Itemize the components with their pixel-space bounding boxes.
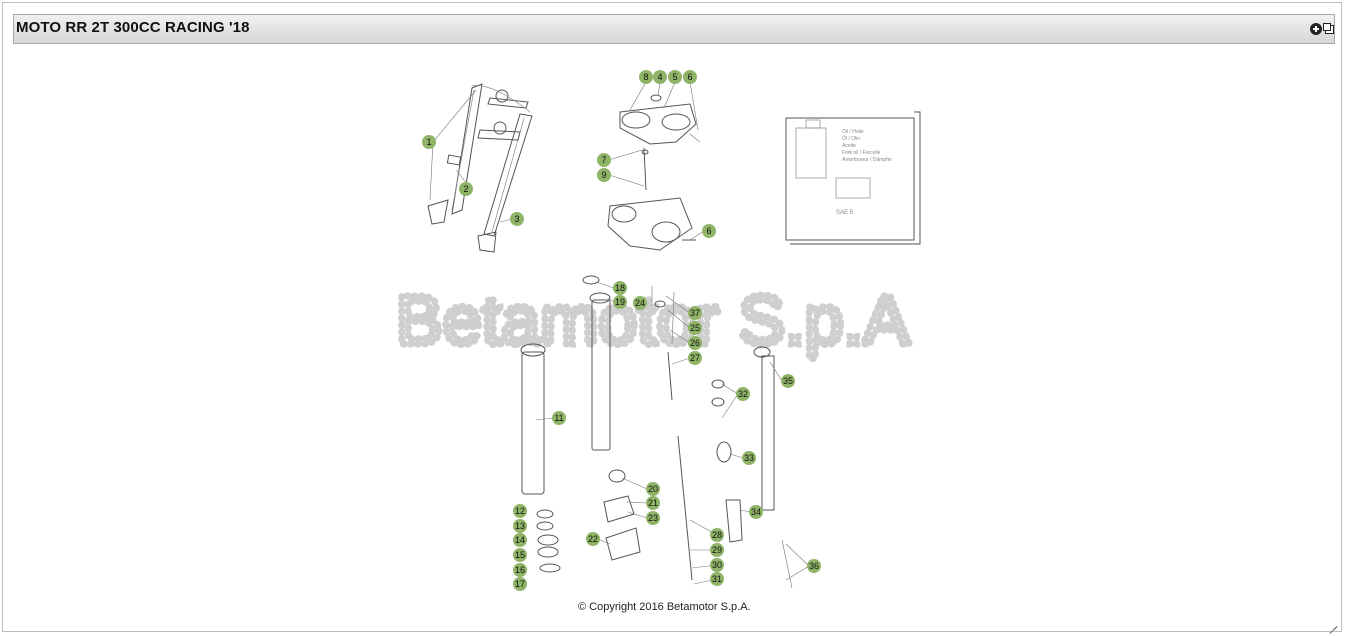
svg-text:20: 20 — [648, 484, 658, 494]
card-code: SAE 5 — [836, 210, 854, 216]
part-marker[interactable]: 33 — [742, 451, 756, 465]
part-marker[interactable]: 4 — [653, 70, 667, 84]
part-marker[interactable]: 17 — [513, 577, 527, 591]
svg-text:6: 6 — [706, 226, 711, 236]
popout-window-icon[interactable] — [1323, 23, 1334, 34]
part-marker[interactable]: 2 — [459, 182, 473, 196]
svg-text:36: 36 — [809, 561, 819, 571]
part-marker[interactable]: 14 — [513, 533, 527, 547]
svg-text:15: 15 — [515, 550, 525, 560]
svg-text:13: 13 — [515, 521, 525, 531]
card-line: Aceite — [842, 143, 856, 149]
svg-text:32: 32 — [738, 389, 748, 399]
part-marker[interactable]: 23 — [646, 511, 660, 525]
part-marker[interactable]: 11 — [552, 411, 566, 425]
svg-text:37: 37 — [690, 308, 700, 318]
part-marker[interactable]: 5 — [668, 70, 682, 84]
part-marker[interactable]: 21 — [646, 496, 660, 510]
svg-text:14: 14 — [515, 535, 525, 545]
svg-text:35: 35 — [783, 376, 793, 386]
svg-text:30: 30 — [712, 560, 722, 570]
triple-clamp-drawing — [607, 94, 701, 251]
resize-grip-icon[interactable] — [1328, 619, 1337, 628]
part-marker[interactable]: 35 — [781, 374, 795, 388]
fork-assembly-drawing — [427, 83, 533, 253]
svg-text:31: 31 — [712, 574, 722, 584]
svg-text:33: 33 — [744, 453, 754, 463]
part-marker[interactable]: 13 — [513, 519, 527, 533]
part-marker[interactable]: 24 — [633, 296, 647, 310]
svg-text:21: 21 — [648, 498, 658, 508]
svg-text:29: 29 — [712, 545, 722, 555]
svg-text:27: 27 — [690, 353, 700, 363]
copyright-text: © Copyright 2016 Betamotor S.p.A. — [578, 601, 751, 613]
card-line: Oil / Huile — [842, 129, 864, 135]
part-marker[interactable]: 22 — [586, 532, 600, 546]
svg-text:2: 2 — [463, 184, 468, 194]
part-marker[interactable]: 37 — [688, 306, 702, 320]
svg-text:19: 19 — [615, 297, 625, 307]
svg-text:23: 23 — [648, 513, 658, 523]
card-line: Fork oil / Forcelle — [842, 150, 881, 156]
svg-text:28: 28 — [712, 530, 722, 540]
fork-internals-drawing — [520, 275, 793, 589]
page-title: MOTO RR 2T 300CC RACING '18 — [16, 19, 250, 36]
part-marker[interactable]: 29 — [710, 543, 724, 557]
part-marker[interactable]: 18 — [613, 281, 627, 295]
part-marker[interactable]: 6 — [702, 224, 716, 238]
watermark-text: Betamotor S.p.A — [396, 281, 910, 359]
svg-text:11: 11 — [554, 413, 563, 423]
part-marker[interactable]: 30 — [710, 558, 724, 572]
part-marker[interactable]: 9 — [597, 168, 611, 182]
svg-text:25: 25 — [690, 323, 700, 333]
svg-text:22: 22 — [588, 534, 598, 544]
svg-text:1: 1 — [426, 137, 431, 147]
svg-text:26: 26 — [690, 338, 700, 348]
svg-text:9: 9 — [601, 170, 606, 180]
part-marker[interactable]: 25 — [688, 321, 702, 335]
part-marker[interactable]: 19 — [613, 295, 627, 309]
leader-lines — [429, 81, 810, 585]
svg-text:18: 18 — [615, 283, 625, 293]
panel-header: MOTO RR 2T 300CC RACING '18 — [13, 14, 1335, 44]
svg-text:16: 16 — [515, 565, 525, 575]
part-marker[interactable]: 12 — [513, 504, 527, 518]
part-marker[interactable]: 16 — [513, 563, 527, 577]
svg-text:12: 12 — [515, 506, 525, 516]
plus-circle-icon[interactable] — [1310, 23, 1322, 35]
part-marker[interactable]: 36 — [807, 559, 821, 573]
part-marker[interactable]: 34 — [749, 505, 763, 519]
part-marker[interactable]: 8 — [639, 70, 653, 84]
fork-oil-card-drawing: Oil / Huile Öl / Olio Aceite Fork oil / … — [785, 111, 921, 245]
part-marker[interactable]: 7 — [597, 153, 611, 167]
svg-text:34: 34 — [751, 507, 761, 517]
part-marker[interactable]: 27 — [688, 351, 702, 365]
svg-text:17: 17 — [515, 579, 525, 589]
part-marker[interactable]: 32 — [736, 387, 750, 401]
part-marker[interactable]: 1 — [422, 135, 436, 149]
part-marker[interactable]: 15 — [513, 548, 527, 562]
part-marker[interactable]: 6 — [683, 70, 697, 84]
part-marker[interactable]: 20 — [646, 482, 660, 496]
part-marker[interactable]: 26 — [688, 336, 702, 350]
part-marker[interactable]: 31 — [710, 572, 724, 586]
card-line: Öl / Olio — [842, 135, 860, 142]
svg-text:5: 5 — [672, 72, 677, 82]
svg-text:7: 7 — [601, 155, 606, 165]
svg-text:3: 3 — [514, 214, 519, 224]
part-marker[interactable]: 3 — [510, 212, 524, 226]
svg-text:8: 8 — [643, 72, 648, 82]
part-marker[interactable]: 28 — [710, 528, 724, 542]
card-line: Amortisseur / Dämpfer — [842, 157, 892, 163]
svg-text:4: 4 — [657, 72, 662, 82]
svg-text:6: 6 — [687, 72, 692, 82]
svg-text:24: 24 — [635, 298, 645, 308]
